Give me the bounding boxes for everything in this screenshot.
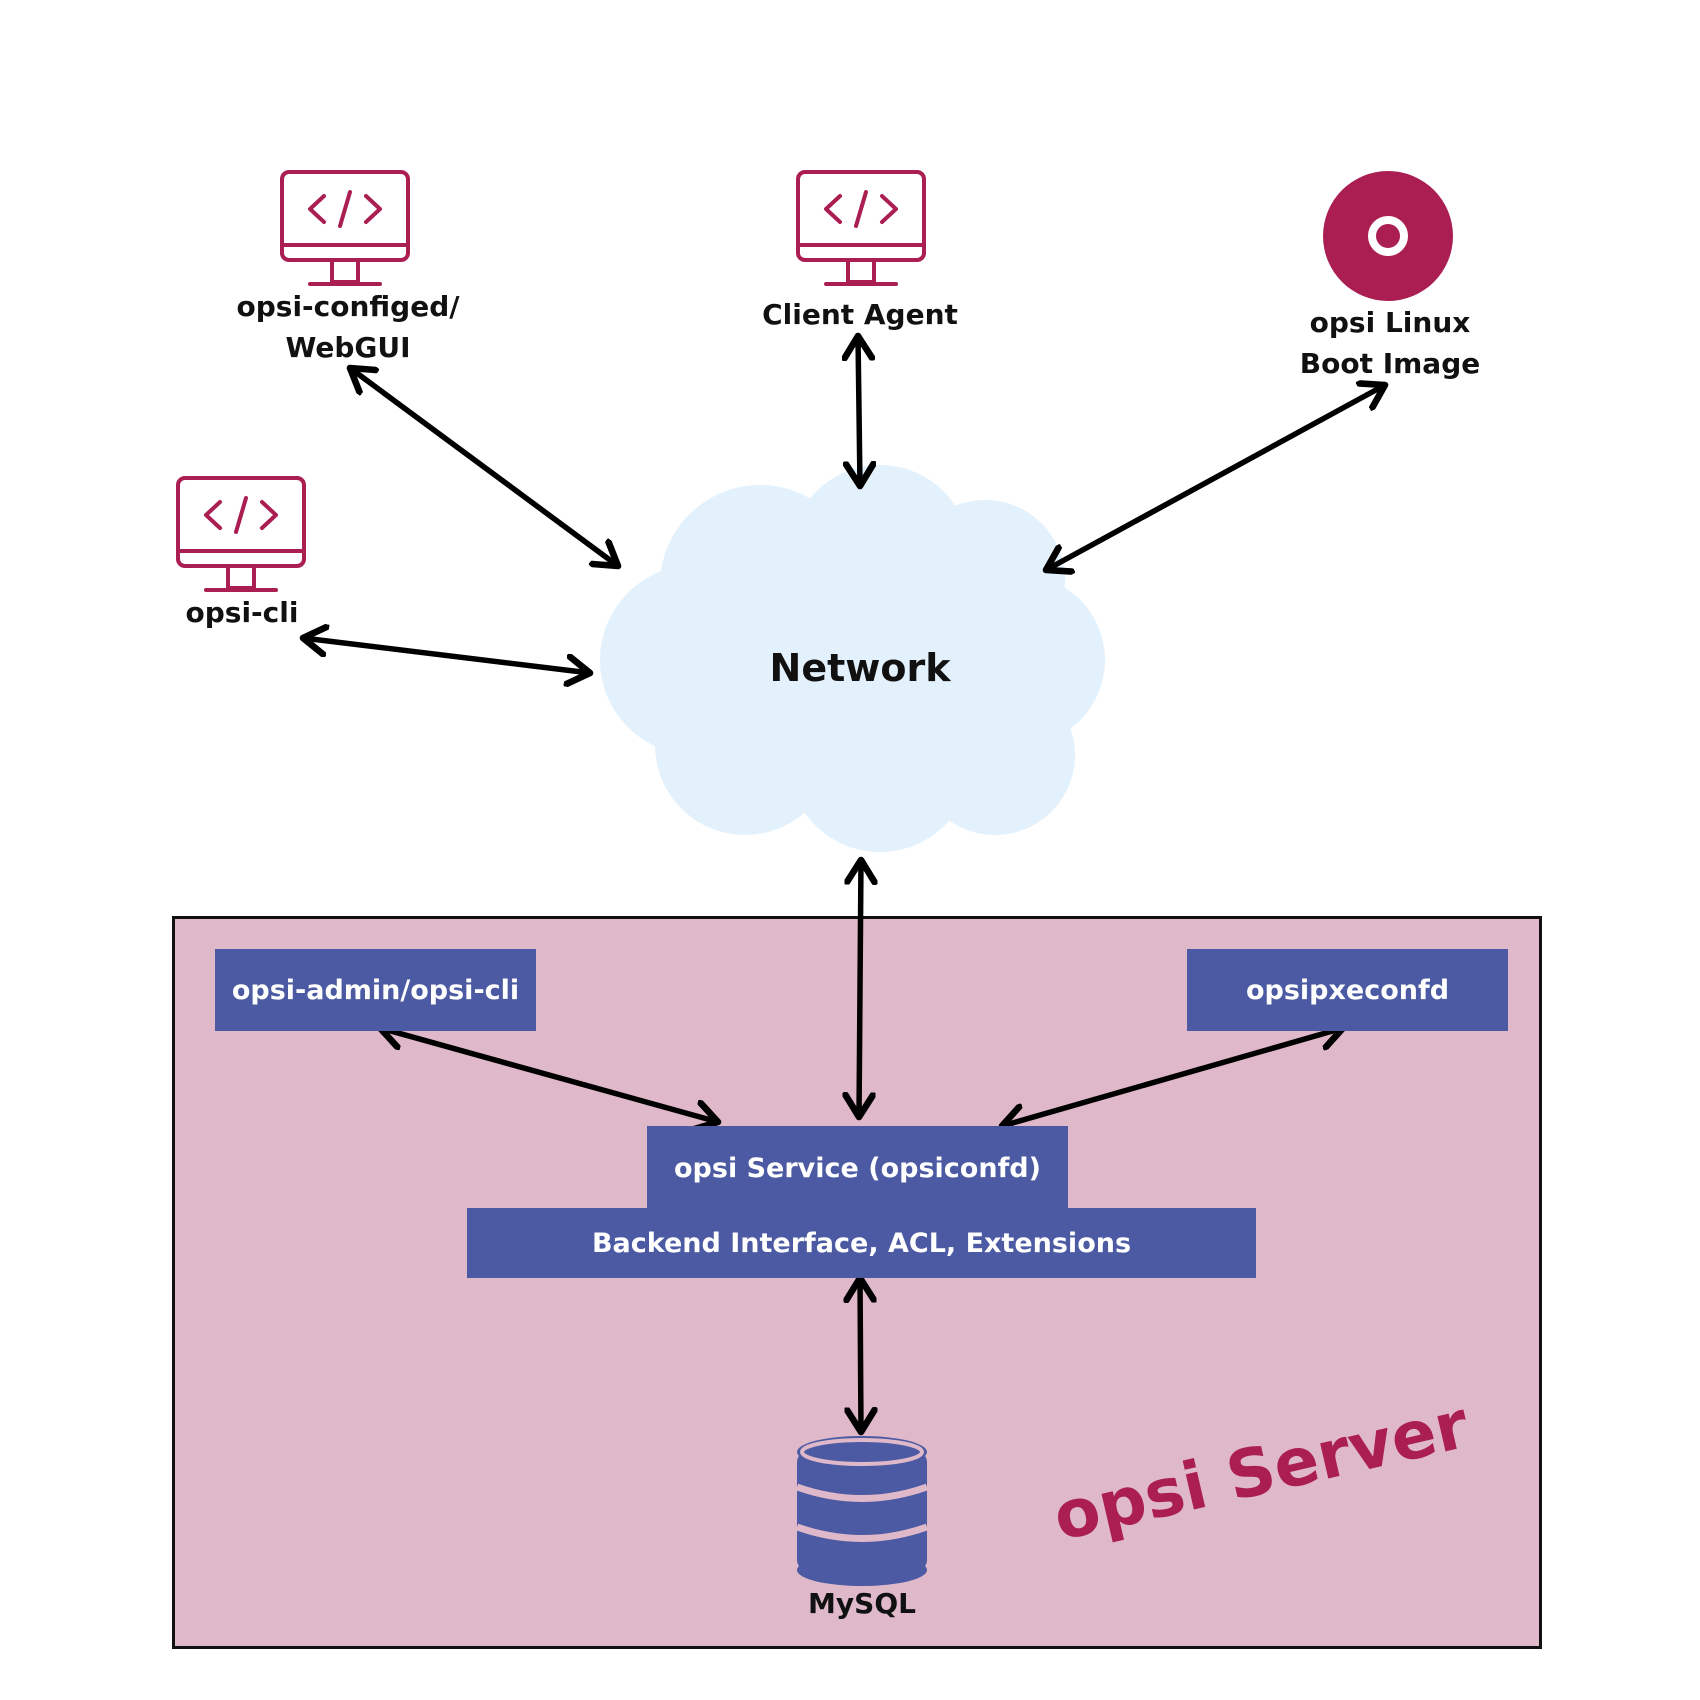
arrow-admin-service [380,1028,718,1122]
opsi-admin-box: opsi-admin/opsi-cli [215,949,536,1031]
label-opsi-cli: opsi-cli [185,596,299,629]
arrow-network-service [859,860,861,1117]
arrow-webgui-network [350,368,618,566]
code-monitor-icon [280,170,410,286]
cloud-icon [600,465,1105,852]
label-boot-image: opsi Linux Boot Image [1270,302,1510,384]
code-monitor-icon [176,476,306,592]
opsi-service-box: opsi Service (opsiconfd) [647,1126,1068,1210]
disc-icon [1323,171,1453,301]
label-boot-line1: opsi Linux [1309,306,1471,339]
arrow-cli-network [303,638,590,673]
label-webgui-line2: WebGUI [285,331,411,364]
label-boot-line2: Boot Image [1299,347,1481,380]
arrow-backend-db [860,1278,861,1432]
database-icon [795,1436,929,1586]
label-webgui-line1: opsi-configed/ [236,290,460,323]
arrow-pxe-service [1002,1028,1343,1126]
network-label: Network [769,646,951,690]
opsipxeconfd-box: opsipxeconfd [1187,949,1508,1031]
label-client-agent: Client Agent [762,298,958,331]
label-mysql: MySQL [808,1587,916,1620]
arrow-agent-network [858,336,860,486]
backend-interface-box: Backend Interface, ACL, Extensions [467,1208,1256,1278]
code-monitor-icon [796,170,926,286]
arrow-boot-network [1046,385,1385,570]
label-webgui: opsi-configed/ WebGUI [228,286,468,368]
